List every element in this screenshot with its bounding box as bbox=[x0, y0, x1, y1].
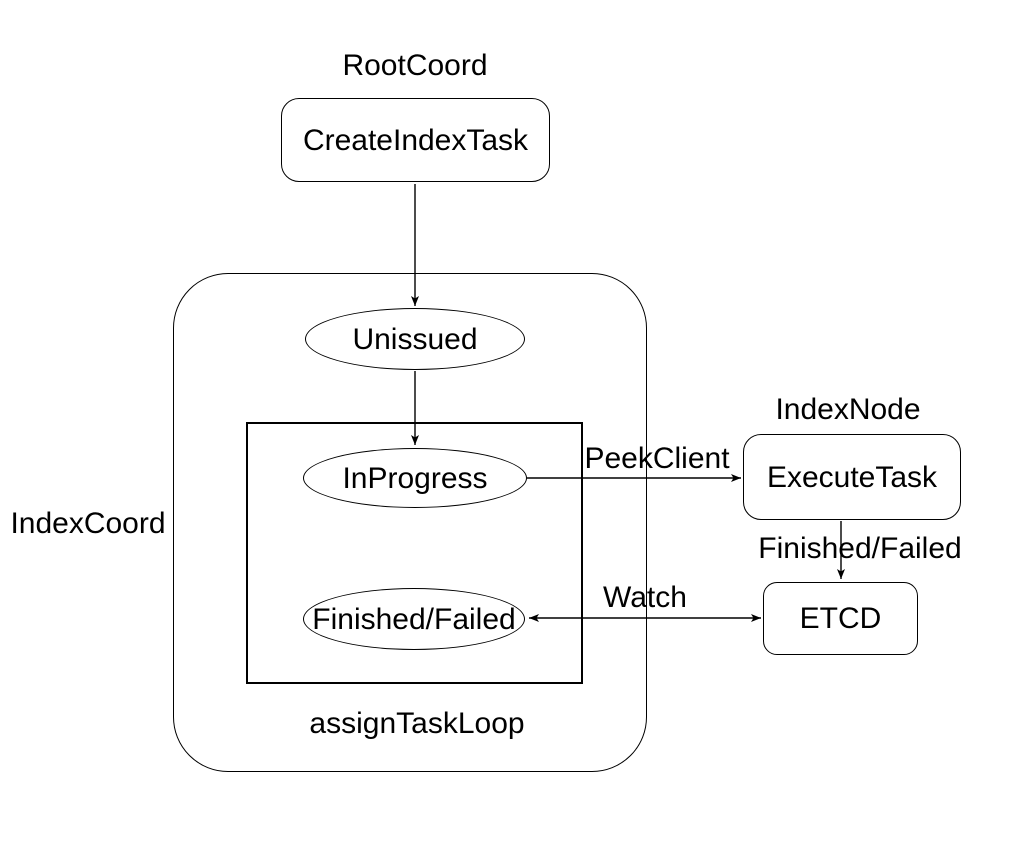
execute-task-node: ExecuteTask bbox=[743, 434, 961, 520]
finished-failed-edge-label: Finished/Failed bbox=[758, 532, 962, 565]
indexcoord-container bbox=[173, 273, 647, 772]
watch-edge-label: Watch bbox=[603, 581, 687, 614]
rootcoord-label: RootCoord bbox=[342, 49, 488, 82]
unissued-label: Unissued bbox=[352, 322, 478, 356]
etcd-node: ETCD bbox=[763, 582, 918, 655]
indexcoord-label: IndexCoord bbox=[10, 507, 166, 540]
etcd-label: ETCD bbox=[799, 602, 882, 635]
in-progress-label: InProgress bbox=[342, 461, 488, 495]
peekclient-edge-label: PeekClient bbox=[584, 442, 730, 475]
indexnode-label: IndexNode bbox=[775, 393, 921, 426]
finished-failed-node: Finished/Failed bbox=[303, 588, 525, 650]
create-index-task-node: CreateIndexTask bbox=[281, 98, 550, 182]
unissued-node: Unissued bbox=[305, 308, 525, 370]
create-index-task-label: CreateIndexTask bbox=[302, 123, 529, 157]
in-progress-node: InProgress bbox=[303, 448, 527, 508]
assigntaskloop-label: assignTaskLoop bbox=[309, 707, 525, 740]
finished-failed-label: Finished/Failed bbox=[312, 602, 516, 636]
execute-task-label: ExecuteTask bbox=[766, 460, 938, 494]
